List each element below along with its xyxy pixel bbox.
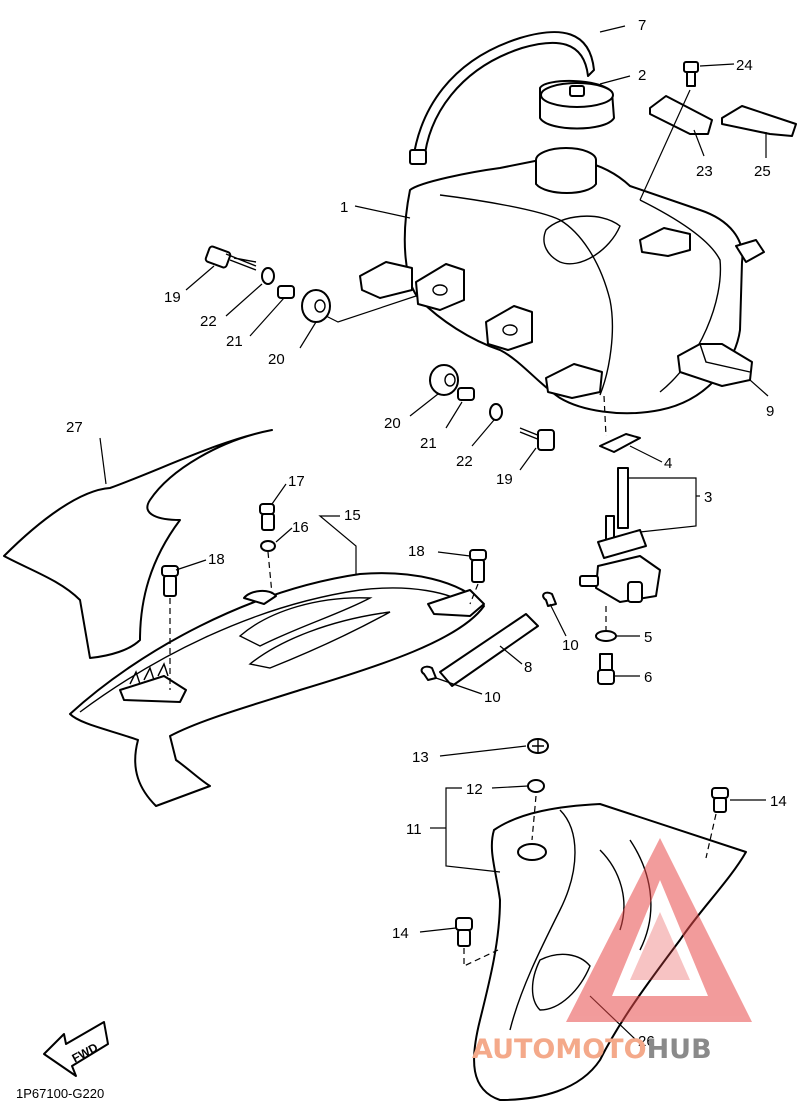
- clip-10-upper: [542, 591, 557, 607]
- callout-9: 9: [766, 403, 774, 420]
- callout-17: 17: [288, 473, 305, 490]
- callout-21-lower: 21: [420, 435, 437, 452]
- callout-20-upper: 20: [268, 351, 285, 368]
- callout-14-right: 14: [770, 793, 787, 810]
- fuel-cock-3: [579, 467, 661, 603]
- screw-18-right: [469, 549, 487, 583]
- callout-18-left: 18: [208, 551, 225, 568]
- callout-21-upper: 21: [226, 333, 243, 350]
- rivet-17: [259, 503, 275, 531]
- washer-16: [260, 540, 276, 552]
- callout-20-lower: 20: [384, 415, 401, 432]
- callout-22-upper: 22: [200, 313, 217, 330]
- screw-14-right: [711, 787, 729, 813]
- callout-10-lower: 10: [484, 689, 501, 706]
- diagram-code: 1P67100-G220: [16, 1086, 104, 1101]
- callout-27: 27: [66, 419, 83, 436]
- callout-16: 16: [292, 519, 309, 536]
- washer-12: [527, 779, 545, 793]
- collar-21-lower: [457, 387, 475, 401]
- watermark-text-suffix: HUB: [647, 1034, 712, 1065]
- washer-22-lower: [489, 403, 503, 421]
- callout-19-lower: 19: [496, 471, 513, 488]
- callout-4: 4: [664, 455, 672, 472]
- callout-1: 1: [340, 199, 348, 216]
- screw-14-left: [455, 917, 473, 947]
- fwd-arrow: FWD: [43, 1021, 109, 1077]
- callout-13: 13: [412, 749, 429, 766]
- watermark-text-prefix: AUTOMOTO: [472, 1034, 647, 1065]
- washer-22-upper: [261, 267, 275, 285]
- gasket-4: [599, 433, 641, 453]
- callout-26: 26: [638, 1033, 655, 1050]
- bolt-19-upper: [204, 245, 257, 271]
- fuel-hose-8: [439, 613, 539, 687]
- callout-12: 12: [466, 781, 483, 798]
- collar-21-upper: [277, 285, 295, 299]
- screw-18-left: [161, 565, 179, 597]
- callout-23: 23: [696, 163, 713, 180]
- bracket-25: [721, 105, 797, 137]
- watermark: [566, 838, 752, 1022]
- callout-25: 25: [754, 163, 771, 180]
- callout-labels: 7 2 24 23 25 1 19 22 21 20 9 20 21 22 19…: [66, 17, 787, 1050]
- bracket-9: [677, 343, 753, 387]
- callout-22-lower: 22: [456, 453, 473, 470]
- callout-14-left: 14: [392, 925, 409, 942]
- callout-7: 7: [638, 17, 646, 34]
- screw-24: [683, 61, 699, 87]
- fuel-cap: [539, 80, 615, 130]
- callout-19-upper: 19: [164, 289, 181, 306]
- callout-10-upper: 10: [562, 637, 579, 654]
- callout-5: 5: [644, 629, 652, 646]
- bracket-23: [649, 95, 713, 135]
- washer-5: [595, 630, 617, 642]
- screw-13: [527, 738, 549, 754]
- clip-10-lower: [420, 665, 437, 681]
- callout-8: 8: [524, 659, 532, 676]
- callout-15: 15: [344, 507, 361, 524]
- breather-hose: [409, 31, 595, 165]
- leader-lines: [99, 25, 769, 1041]
- fuel-tank: [359, 147, 765, 415]
- watermark-inner-triangle: [630, 912, 690, 980]
- callout-6: 6: [644, 669, 652, 686]
- screw-6: [597, 653, 615, 685]
- bolt-19-lower: [519, 427, 555, 451]
- damper-20-lower: [429, 364, 459, 396]
- callout-2: 2: [638, 67, 646, 84]
- decal-27: [3, 429, 273, 659]
- callout-18-right: 18: [408, 543, 425, 560]
- damper-20-upper: [301, 289, 331, 323]
- watermark-text: AUTOMOTOHUB: [472, 1034, 712, 1065]
- callout-24: 24: [736, 57, 753, 74]
- watermark-triangle: [566, 838, 752, 1022]
- callout-3: 3: [704, 489, 712, 506]
- callout-11: 11: [406, 821, 422, 838]
